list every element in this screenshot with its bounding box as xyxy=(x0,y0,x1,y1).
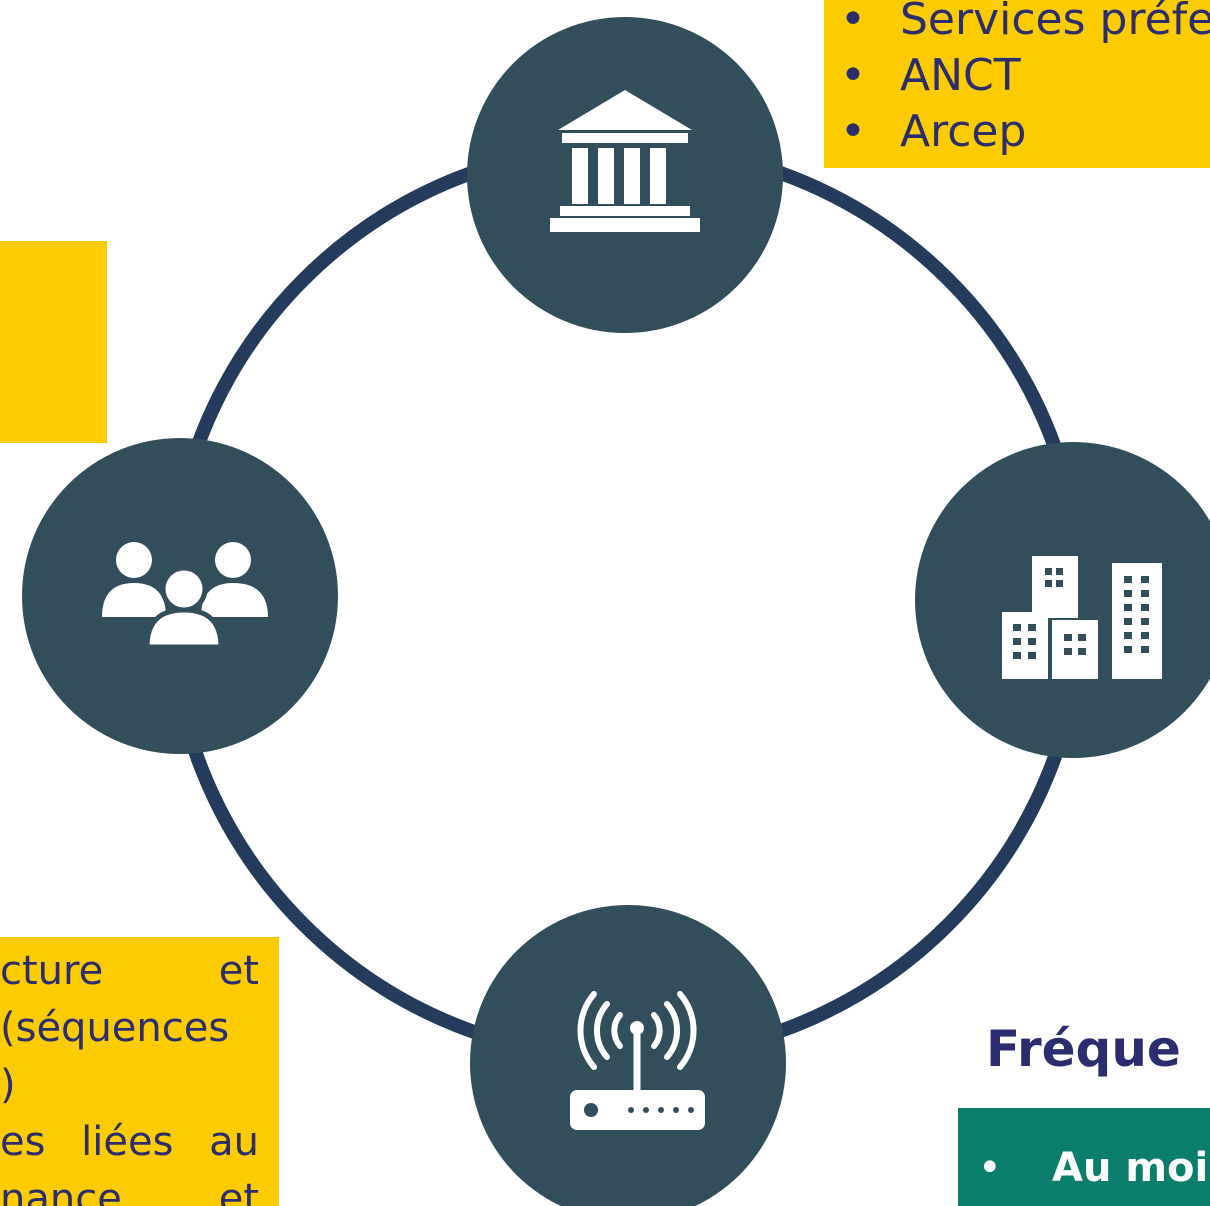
text-line: nance et xyxy=(0,1176,259,1206)
wifi-router-icon xyxy=(577,991,697,1096)
stakeholder-list: • Services préfe • ANCT • Arcep xyxy=(824,0,1210,160)
bank-building-icon xyxy=(550,90,700,232)
left-text-box xyxy=(0,241,107,443)
bullet: • xyxy=(978,1145,1002,1191)
frequency-box: • Au moi xyxy=(958,1108,1210,1206)
node-bottom xyxy=(470,905,786,1206)
list-item: • Au moi xyxy=(958,1138,1210,1198)
list-item-label: ANCT xyxy=(900,50,1021,101)
list-item: • Arcep xyxy=(824,104,1210,160)
bottom-left-text: cture et (séquences ) es liées au nance … xyxy=(0,943,259,1206)
bottom-left-text-box: cture et (séquences ) es liées au nance … xyxy=(0,937,279,1206)
text-line: ) xyxy=(0,1062,16,1108)
node-right xyxy=(915,442,1210,758)
list-item: • ANCT xyxy=(824,48,1210,104)
top-right-text-box: • Services préfe • ANCT • Arcep xyxy=(824,0,1210,168)
node-top xyxy=(467,17,783,333)
list-item-label: Au moi xyxy=(1052,1145,1209,1191)
city-buildings-icon xyxy=(1002,556,1162,679)
frequency-list: • Au moi xyxy=(958,1138,1210,1198)
node-left xyxy=(22,438,338,754)
list-item: • Services préfe xyxy=(824,0,1210,48)
list-item-label: Services préfe xyxy=(900,0,1210,45)
bullet: • xyxy=(840,0,866,45)
text-line: cture et xyxy=(0,948,259,994)
bullet: • xyxy=(840,50,866,101)
list-item-label: Arcep xyxy=(900,106,1027,157)
user-group-icon xyxy=(102,542,268,650)
frequency-heading: Fréque xyxy=(986,1020,1181,1078)
bullet: • xyxy=(840,106,866,157)
text-line: (séquences xyxy=(0,1005,230,1051)
text-line: es liées au xyxy=(0,1119,259,1165)
